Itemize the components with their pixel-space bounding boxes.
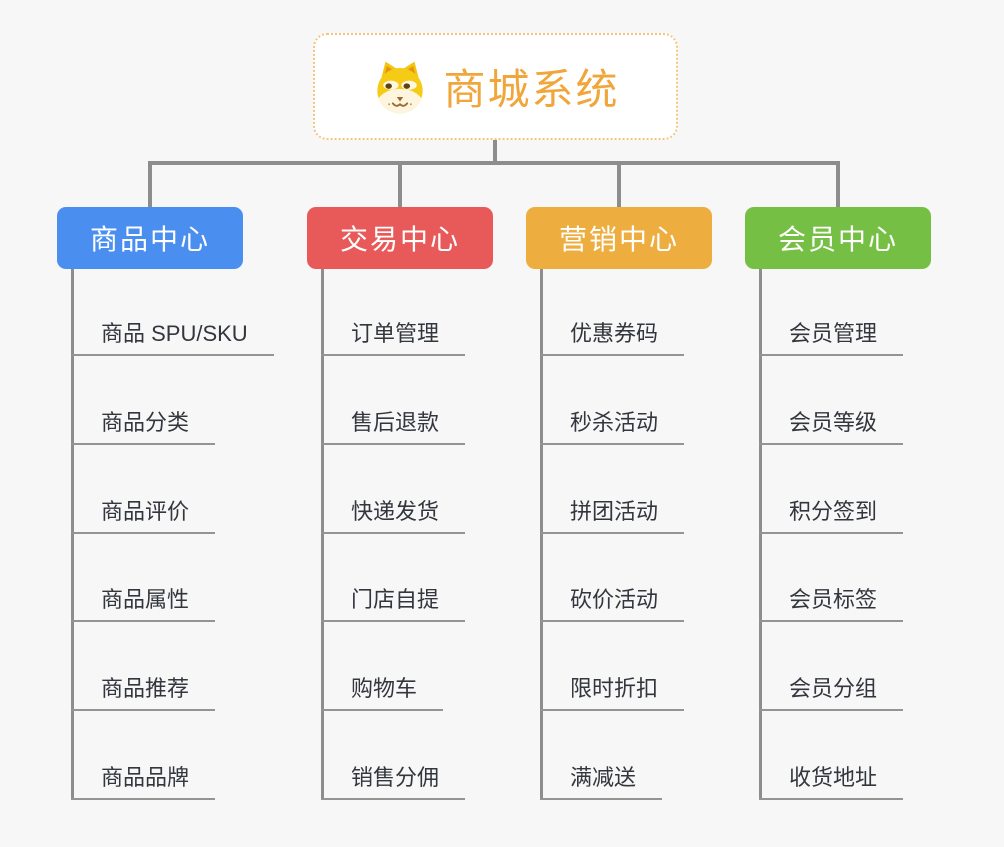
leaf-item[interactable]: 会员分组 xyxy=(759,674,904,711)
leaf-item[interactable]: 优惠券码 xyxy=(540,319,685,356)
leaf-item[interactable]: 限时折扣 xyxy=(540,674,685,711)
dog-face-icon xyxy=(371,58,429,116)
branch-column-member-center: 会员中心 会员管理 会员等级 积分签到 会员标签 会员分组 收货地址 xyxy=(745,207,1004,847)
branch-spine xyxy=(321,269,324,799)
branch-header-marketing-center[interactable]: 营销中心 xyxy=(526,207,712,269)
leaf-item[interactable]: 商品属性 xyxy=(71,585,216,622)
leaf-item[interactable]: 会员标签 xyxy=(759,585,904,622)
branch-header-member-center[interactable]: 会员中心 xyxy=(745,207,931,269)
root-node[interactable]: 商城系统 xyxy=(313,33,678,140)
leaf-item[interactable]: 门店自提 xyxy=(321,585,466,622)
leaf-item[interactable]: 秒杀活动 xyxy=(540,408,685,445)
branch-column-trade-center: 交易中心 订单管理 售后退款 快递发货 门店自提 购物车 销售分佣 xyxy=(307,207,567,847)
leaf-item[interactable]: 积分签到 xyxy=(759,497,904,534)
branch-spine xyxy=(759,269,762,799)
branch-spine xyxy=(540,269,543,799)
leaf-item[interactable]: 商品 SPU/SKU xyxy=(71,319,274,356)
branch-header-trade-center[interactable]: 交易中心 xyxy=(307,207,493,269)
leaf-item[interactable]: 满减送 xyxy=(540,763,663,800)
leaf-item[interactable]: 商品评价 xyxy=(71,497,216,534)
leaf-item[interactable]: 销售分佣 xyxy=(321,763,466,800)
leaf-item[interactable]: 商品品牌 xyxy=(71,763,216,800)
leaf-item[interactable]: 购物车 xyxy=(321,674,444,711)
leaf-item[interactable]: 商品推荐 xyxy=(71,674,216,711)
leaf-item[interactable]: 会员管理 xyxy=(759,319,904,356)
branch-column-marketing-center: 营销中心 优惠券码 秒杀活动 拼团活动 砍价活动 限时折扣 满减送 xyxy=(526,207,786,847)
leaf-item[interactable]: 拼团活动 xyxy=(540,497,685,534)
branch-column-product-center: 商品中心 商品 SPU/SKU 商品分类 商品评价 商品属性 商品推荐 商品品牌 xyxy=(57,207,317,847)
leaf-item[interactable]: 会员等级 xyxy=(759,408,904,445)
leaf-item[interactable]: 订单管理 xyxy=(321,319,466,356)
root-title: 商城系统 xyxy=(443,66,620,113)
leaf-item[interactable]: 快递发货 xyxy=(321,497,466,534)
leaf-item[interactable]: 商品分类 xyxy=(71,408,216,445)
leaf-item[interactable]: 收货地址 xyxy=(759,763,904,800)
leaf-item[interactable]: 售后退款 xyxy=(321,408,466,445)
branch-spine xyxy=(71,269,74,799)
leaf-item[interactable]: 砍价活动 xyxy=(540,585,685,622)
branch-header-product-center[interactable]: 商品中心 xyxy=(57,207,243,269)
